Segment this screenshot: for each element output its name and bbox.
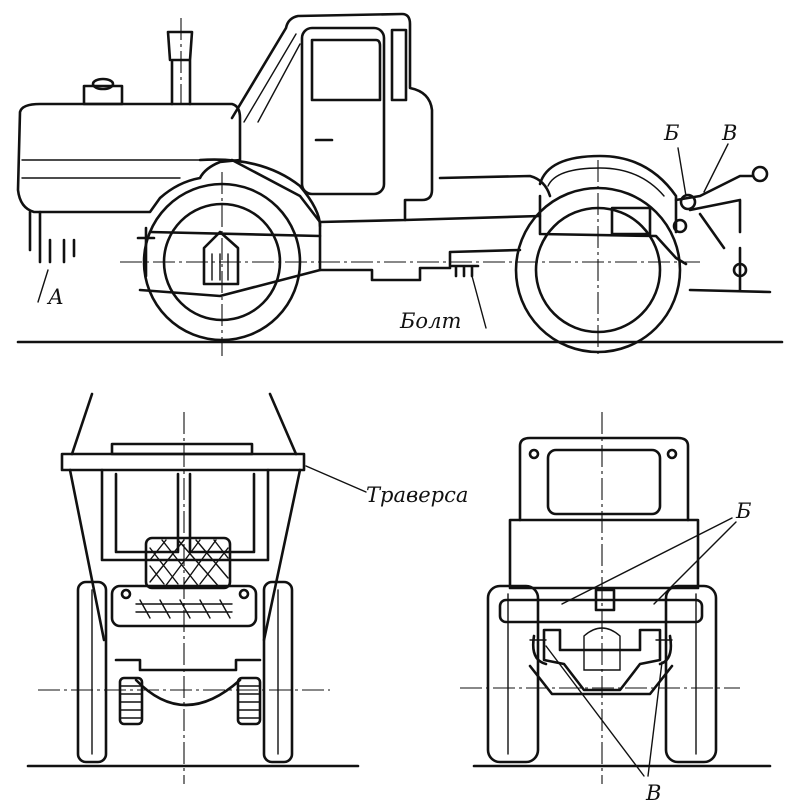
traverse-beam [60,452,306,472]
rear-differential [542,628,662,692]
exhaust-pipe [166,30,194,106]
leader-a [37,269,49,303]
front-cab [100,468,270,562]
rear-axle-hitch [594,588,616,612]
rear-clamp-left [531,634,548,666]
front-tyre-left [76,580,108,764]
label-v-side: В [721,121,737,145]
leader-bolt [471,275,487,329]
front-headlight-left [120,588,132,600]
front-windshield [114,472,256,554]
small-wheel-left [118,676,144,726]
rear-box [610,206,652,236]
front-axle [114,658,262,672]
sling-right [268,392,298,456]
cab-pillar [243,33,301,123]
rear-lower-housing [528,664,674,696]
filler-cap-top [91,77,115,91]
hood [16,102,242,214]
radiator-grille [144,536,232,590]
leader-v-rear-1 [545,645,645,777]
rear-tyre-right [664,584,718,764]
rear-view: Б В [460,412,772,805]
linkage-pin-v [751,165,769,183]
rear-window [390,28,408,102]
front-headlight-right [238,588,250,600]
small-wheel-right [236,676,262,726]
rear-cab-lower [508,518,700,590]
rear-housing [538,194,688,266]
rear-cab-lamp-left [528,448,540,460]
cab-window [310,38,382,102]
leader-v-rear-2 [647,661,663,777]
leader-v-side [703,143,729,193]
front-view: Траверса [26,392,468,784]
drawbar-pin [732,262,748,278]
leader-traverse [305,465,367,493]
rear-cab [518,436,690,522]
cab-roof [110,442,254,456]
cab-door [300,26,386,196]
label-b-rear: Б [735,499,751,523]
bolt-detail [450,264,480,278]
filler-cap [82,84,124,106]
rear-cab-window [546,448,662,516]
rear-fender-inner [547,167,665,197]
leader-b-rear-1 [561,517,733,605]
label-a: А [46,285,64,309]
sling-left [70,392,94,456]
chassis-frame-lower [138,230,322,298]
rear-axle-housing [498,598,704,624]
rear-tyre-left [486,584,540,764]
front-axle-beam [134,678,242,707]
front-tyre-right [262,580,294,764]
linkage-pin-b [679,193,697,211]
front-axle-bracket [202,230,240,286]
rear-cab-lamp-right [666,448,678,460]
front-bumper-front [110,584,258,628]
three-point-linkage [674,174,772,294]
label-v-rear: В [645,781,661,805]
small-wheel-right-tread [237,685,261,719]
front-fender [198,158,322,228]
sling-left-down [68,468,106,642]
cab-outline [230,12,434,224]
label-bolt: Болт [399,309,461,333]
label-b-side: Б [663,121,679,145]
front-bumper [28,210,76,264]
linkage-pin-lower [672,218,688,234]
hood-band [21,159,201,179]
small-wheel-left-tread [119,685,143,719]
label-traverse: Траверса [366,483,468,507]
front-jack-point [136,226,156,278]
leader-b-side [677,147,687,197]
bumper-mesh [135,599,233,619]
grille-mesh [149,539,229,589]
sling-right-down [262,468,302,642]
front-axle-bracket-hatch [211,253,229,281]
rear-fender [538,154,678,234]
leader-b-rear-2 [653,521,737,605]
side-view: А Болт Б В [16,12,784,356]
